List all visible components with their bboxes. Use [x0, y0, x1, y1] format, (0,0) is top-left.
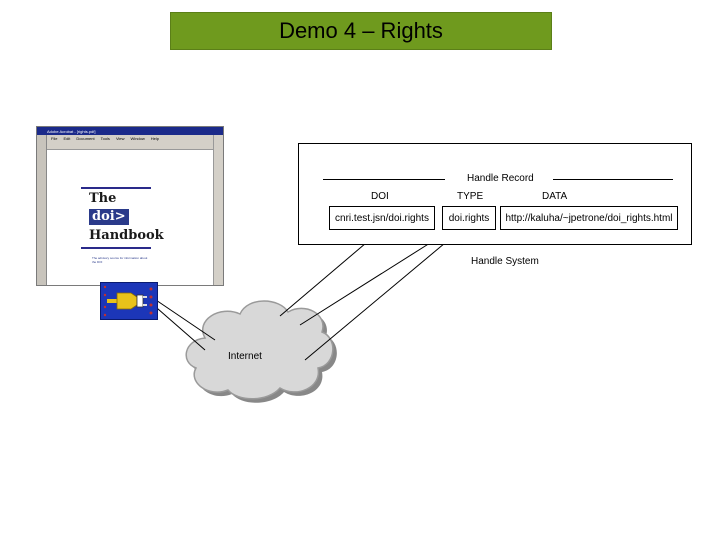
slide-title-banner: Demo 4 – Rights	[170, 12, 552, 50]
doi-value: cnri.test.jsn/doi.rights	[335, 212, 429, 224]
column-header-data: DATA	[542, 191, 568, 202]
handle-system-label: Handle System	[471, 256, 539, 267]
handle-record-title: Handle Record	[467, 173, 534, 184]
thumbnail-menu-item: Document	[76, 135, 95, 141]
book-rule-top	[81, 187, 151, 189]
record-title-rule-left	[323, 179, 445, 180]
thumbnail-bookmark-panel	[37, 135, 47, 285]
plug-icon	[100, 282, 158, 320]
book-title-handbook: Handbook	[89, 228, 164, 243]
doi-value-cell: cnri.test.jsn/doi.rights	[329, 206, 435, 230]
book-title-the: The	[89, 191, 117, 206]
type-value-cell: doi.rights	[442, 206, 496, 230]
data-value-cell: http://kaluha/~jpetrone/doi_rights.html	[500, 206, 678, 230]
column-header-doi: DOI	[371, 191, 389, 202]
book-rule-bottom	[81, 247, 151, 249]
thumbnail-menu-item: File	[51, 135, 58, 141]
data-value: http://kaluha/~jpetrone/doi_rights.html	[505, 212, 673, 224]
thumbnail-menu-item: Window	[130, 135, 145, 141]
book-caption: The advisory source for information abou…	[92, 256, 148, 264]
column-header-type: TYPE	[457, 191, 484, 202]
book-title-doi-logo: doi>	[89, 209, 129, 225]
internet-label: Internet	[228, 351, 262, 362]
thumbnail-toolbar	[37, 141, 223, 150]
type-value: doi.rights	[448, 212, 490, 224]
thumbnail-menu-item: View	[115, 135, 125, 141]
handle-record-panel: Handle Record DOI TYPE DATA cnri.test.js…	[298, 143, 692, 245]
thumbnail-window-title: Adobe Acrobat - [rights.pdf]	[47, 128, 96, 134]
thumbnail-menu-item: Edit	[63, 135, 71, 141]
slide-title: Demo 4 – Rights	[279, 18, 443, 43]
browser-screenshot-thumbnail: Adobe Acrobat - [rights.pdf] File Edit D…	[36, 126, 224, 286]
thumbnail-menu-item: Tools	[100, 135, 110, 141]
thumbnail-menu-item: Help	[150, 135, 160, 141]
thumbnail-menu-bar: File Edit Document Tools View Window Hel…	[37, 135, 223, 141]
record-title-rule-right	[553, 179, 673, 180]
thumbnail-scrollbar	[213, 135, 223, 285]
cloud-icon	[185, 300, 334, 400]
thumbnail-title-bar: Adobe Acrobat - [rights.pdf]	[37, 127, 223, 135]
